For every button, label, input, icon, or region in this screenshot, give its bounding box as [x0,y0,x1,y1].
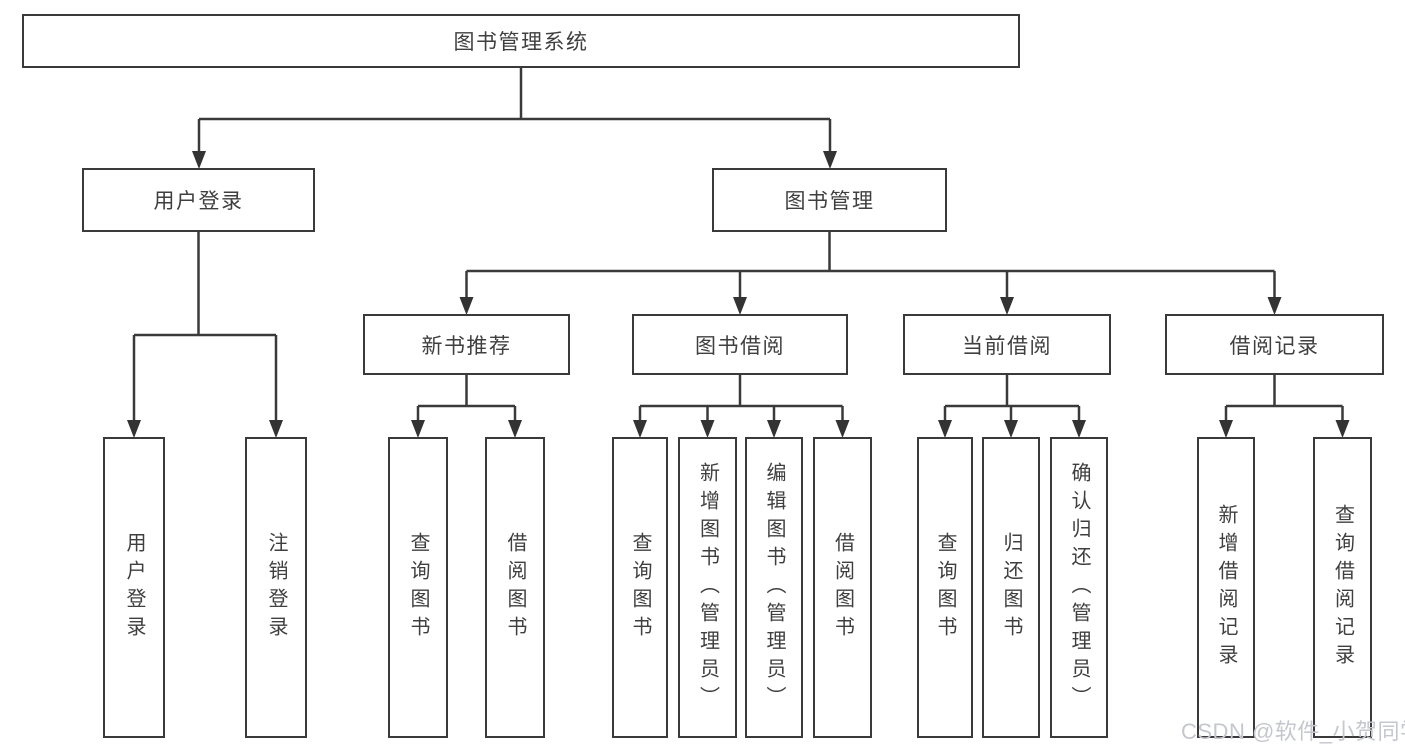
leaf-add-borrow-record: 新增借阅记录 [1197,437,1255,738]
leaf-query-books-recommend: 查询图书 [388,437,448,738]
leaf-add-borrow-record-label: 新增借阅记录 [1215,503,1237,672]
node-book-management: 图书管理 [712,168,947,232]
node-book-management-label: 图书管理 [784,190,875,213]
leaf-logout: 注销登录 [245,437,307,738]
leaf-borrow-books-borrowing-label: 借阅图书 [831,531,854,644]
leaf-confirm-return-admin-label: 确认归还（管理员） [1068,461,1090,714]
leaf-query-books-borrowing-label: 查询图书 [629,531,651,644]
connector-book-mgmt-children [465,231,1276,301]
leaf-query-borrow-record: 查询借阅记录 [1313,437,1372,738]
leaf-borrow-books-recommend: 借阅图书 [485,437,545,738]
leaf-confirm-return-admin: 确认归还（管理员） [1050,437,1108,738]
leaf-query-books-current-label: 查询图书 [934,531,956,644]
node-user-login-label: 用户登录 [153,190,244,213]
leaf-add-books-admin: 新增图书（管理员） [678,437,737,738]
node-current-borrowing-label: 当前借阅 [962,334,1052,358]
node-root-label: 图书管理系统 [453,31,589,54]
connector-current-children [943,374,1081,424]
node-current-borrowing: 当前借阅 [903,314,1111,375]
node-user-login: 用户登录 [82,168,315,232]
node-new-book-recommend-label: 新书推荐 [421,334,512,358]
leaf-borrow-books-borrowing: 借阅图书 [813,437,872,738]
csdn-watermark: CSDN @软件_小贺同学 [1181,719,1405,744]
connector-user-login-children [132,231,278,424]
node-book-borrowing: 图书借阅 [632,314,848,375]
leaf-return-books: 归还图书 [982,437,1040,738]
leaf-query-books-borrowing: 查询图书 [612,437,668,738]
leaf-borrow-books-recommend-label: 借阅图书 [504,531,526,644]
leaf-user-login-label: 用户登录 [123,531,145,644]
connector-records-children [1224,374,1344,424]
node-book-borrowing-label: 图书借阅 [695,334,785,358]
node-borrow-records: 借阅记录 [1165,314,1384,375]
leaf-query-books-current: 查询图书 [917,437,973,738]
leaf-return-books-label: 归还图书 [1000,531,1022,644]
leaf-user-login: 用户登录 [103,437,165,738]
connector-root-to-level2 [197,66,832,155]
arrowheads [127,151,1350,438]
connector-new-book-children [416,374,517,424]
leaf-logout-label: 注销登录 [265,531,287,644]
node-borrow-records-label: 借阅记录 [1229,334,1320,358]
node-new-book-recommend: 新书推荐 [363,314,570,375]
leaf-add-books-admin-label: 新增图书（管理员） [696,461,719,714]
leaf-query-books-recommend-label: 查询图书 [407,531,429,644]
connector-borrowing-children [638,374,844,424]
leaf-edit-books-admin: 编辑图书（管理员） [745,437,803,738]
leaf-query-borrow-record-label: 查询借阅记录 [1331,503,1354,672]
node-root: 图书管理系统 [22,14,1020,68]
leaf-edit-books-admin-label: 编辑图书（管理员） [763,461,785,714]
